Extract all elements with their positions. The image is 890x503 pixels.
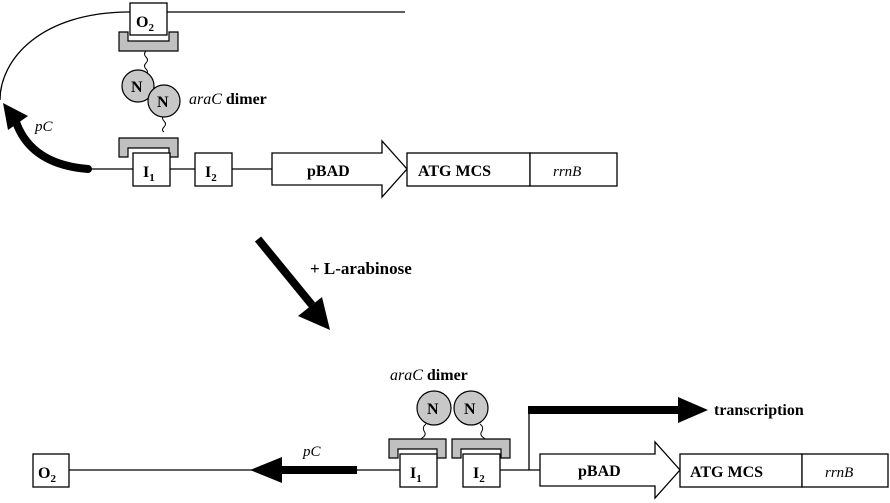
i1-operator-label-induced: I1 xyxy=(410,465,422,485)
arac-linker-upper xyxy=(144,50,148,75)
arac-n-domain-2-label: N xyxy=(157,94,169,111)
pbad-promoter-arrow-induced xyxy=(539,440,681,500)
rrnb-terminator-box xyxy=(529,152,618,187)
i1-operator-box xyxy=(132,152,171,187)
arac-n-domain-1-label: N xyxy=(131,79,143,96)
i2-operator-box xyxy=(194,152,233,187)
induced-state-panel: O2 pC araC dimer N N I1 I2 transcription xyxy=(32,367,889,500)
pc-arrow-head-induced xyxy=(250,457,282,483)
arac-n-domain-2 xyxy=(147,84,181,118)
repressed-state-panel: pC O2 N N araC dimer I1 I2 pBAD ATG MCS … xyxy=(0,2,618,199)
pbad-promoter-arrow xyxy=(271,139,408,199)
pc-promoter-arrow xyxy=(12,118,92,173)
rrnb-label-induced: rrnB xyxy=(825,465,853,481)
transition-arrow-head xyxy=(298,297,330,330)
dna-loop xyxy=(0,11,131,101)
i2-operator-box-induced xyxy=(462,453,501,488)
arabinose-label: + L-arabinose xyxy=(310,259,412,278)
i2-operator-label-induced: I2 xyxy=(473,465,485,485)
mcs-label-induced: ATG MCS xyxy=(690,464,763,481)
i2-operator-label: I2 xyxy=(205,164,217,184)
transcription-label: transcription xyxy=(714,402,804,419)
i1-arac-binding-bracket xyxy=(118,137,179,158)
o2-operator-box xyxy=(129,2,168,36)
transition-arrow-shaft xyxy=(254,236,316,308)
pbad-label: pBAD xyxy=(307,163,350,180)
arac-n-domain-2-label-induced: N xyxy=(464,401,476,418)
i1-operator-box-induced xyxy=(399,453,438,488)
i1-operator-label: I1 xyxy=(143,164,155,184)
arac-linker-lower xyxy=(162,114,166,133)
arac-n-domain-1-induced xyxy=(416,390,452,426)
pc-arrow-head xyxy=(3,103,28,130)
arac-n-domain-1-label-induced: N xyxy=(427,401,439,418)
o2-arac-binding-bracket xyxy=(118,31,179,52)
i2-arac-binding-bracket-induced xyxy=(451,438,511,459)
pbad-label-induced: pBAD xyxy=(578,463,621,480)
i1-arac-binding-bracket-induced xyxy=(388,438,447,459)
rrnb-label: rrnB xyxy=(553,164,581,180)
arac-n-domain-1 xyxy=(121,69,155,103)
rrnb-terminator-box-induced xyxy=(801,453,889,488)
pc-label-induced: pC xyxy=(302,444,322,460)
pc-label: pC xyxy=(34,119,54,135)
arac-dimer-label-induced: araC dimer xyxy=(390,367,468,384)
mcs-box xyxy=(406,152,531,187)
transition: + L-arabinose xyxy=(254,236,412,330)
arac-dimer-label: araC dimer xyxy=(189,91,267,108)
mcs-label: ATG MCS xyxy=(418,163,491,180)
mcs-box-induced xyxy=(679,453,803,488)
o2-operator-label-induced: O2 xyxy=(38,465,56,485)
transcription-arrow-head xyxy=(678,397,708,423)
o2-operator-label: O2 xyxy=(136,14,154,34)
arac-n-domain-2-induced xyxy=(453,390,489,426)
o2-operator-box-induced xyxy=(32,453,70,488)
